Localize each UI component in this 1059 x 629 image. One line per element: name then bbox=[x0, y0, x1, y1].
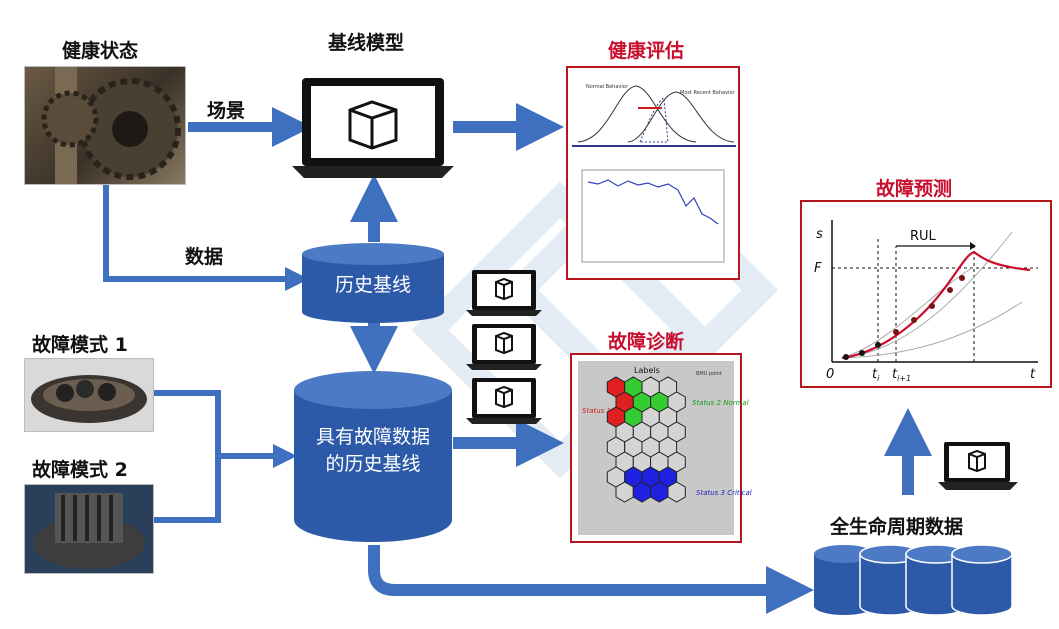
fault-pred-panel: RUL s F 0 ti ti+1 t bbox=[800, 200, 1052, 388]
status3-text: Status 3 Critical bbox=[696, 489, 752, 497]
normal-behavior-label: Normal Behavior bbox=[586, 84, 629, 90]
hex-cell bbox=[650, 481, 669, 503]
data-label: 数据 bbox=[185, 246, 224, 268]
rul-chart: RUL s F 0 ti ti+1 t bbox=[814, 220, 1038, 383]
fault-mode-1-label: 故障模式 1 bbox=[32, 334, 128, 356]
ti-label: ti bbox=[872, 367, 880, 383]
s-axis-label: s bbox=[816, 227, 823, 242]
laptop-icon bbox=[292, 78, 454, 178]
roller-bearing-icon bbox=[33, 493, 145, 569]
fault-mode-2-label: 故障模式 2 bbox=[32, 459, 128, 481]
lifecycle-data-label: 全生命周期数据 bbox=[830, 516, 964, 538]
zero-label: 0 bbox=[826, 367, 834, 382]
labels-text: Labels bbox=[634, 366, 660, 375]
recent-behavior-label: Most Recent Behavior bbox=[680, 90, 736, 96]
lifecycle-cylinders bbox=[814, 544, 1013, 616]
hex-cell bbox=[667, 481, 686, 503]
ti1-label: ti+1 bbox=[892, 367, 911, 383]
fault-history-label: 具有故障数据的历史基线 bbox=[315, 426, 430, 475]
fault-pred-title: 故障预测 bbox=[876, 178, 953, 200]
bearing-photo-2 bbox=[24, 484, 154, 574]
health-eval-chart: Normal Behavior Most Recent Behavior bbox=[572, 84, 736, 263]
fault-diag-title: 故障诊断 bbox=[608, 331, 685, 353]
bearing-icon bbox=[31, 375, 147, 423]
hex-cell bbox=[632, 481, 652, 503]
laptop-stack bbox=[466, 270, 542, 424]
health-eval-panel: Normal Behavior Most Recent Behavior bbox=[566, 66, 740, 280]
health-eval-title: 健康评估 bbox=[608, 40, 685, 62]
bmu-text: BMU point bbox=[696, 371, 722, 377]
gear-icon bbox=[41, 67, 181, 184]
cube-icon bbox=[348, 100, 398, 150]
history-baseline-cylinder bbox=[302, 243, 444, 323]
t-axis-label: t bbox=[1030, 367, 1036, 382]
hex-cell bbox=[615, 481, 634, 503]
arrow-to-lifecycle bbox=[368, 545, 814, 614]
bearing-photo-1 bbox=[24, 358, 154, 432]
laptop-small-icon bbox=[466, 270, 542, 316]
f-label: F bbox=[814, 261, 822, 276]
fault-diag-panel: Labels BMU point Status 1 Faulty Status … bbox=[570, 353, 752, 543]
arrow-data bbox=[103, 185, 309, 291]
status2-text: Status 2 Normal bbox=[692, 399, 749, 407]
lifecycle-laptop-icon bbox=[938, 442, 1018, 490]
scenario-label: 场景 bbox=[207, 100, 246, 122]
gear-photo bbox=[24, 66, 186, 185]
health-state-label: 健康状态 bbox=[62, 40, 139, 62]
arrow-fault-modes bbox=[153, 390, 285, 523]
som-hex-chart: Labels BMU point Status 1 Faulty Status … bbox=[578, 361, 752, 535]
baseline-model-label: 基线模型 bbox=[328, 32, 405, 54]
history-baseline-label: 历史基线 bbox=[334, 274, 411, 296]
fault-history-cylinder bbox=[294, 371, 452, 542]
rul-label: RUL bbox=[910, 229, 937, 244]
